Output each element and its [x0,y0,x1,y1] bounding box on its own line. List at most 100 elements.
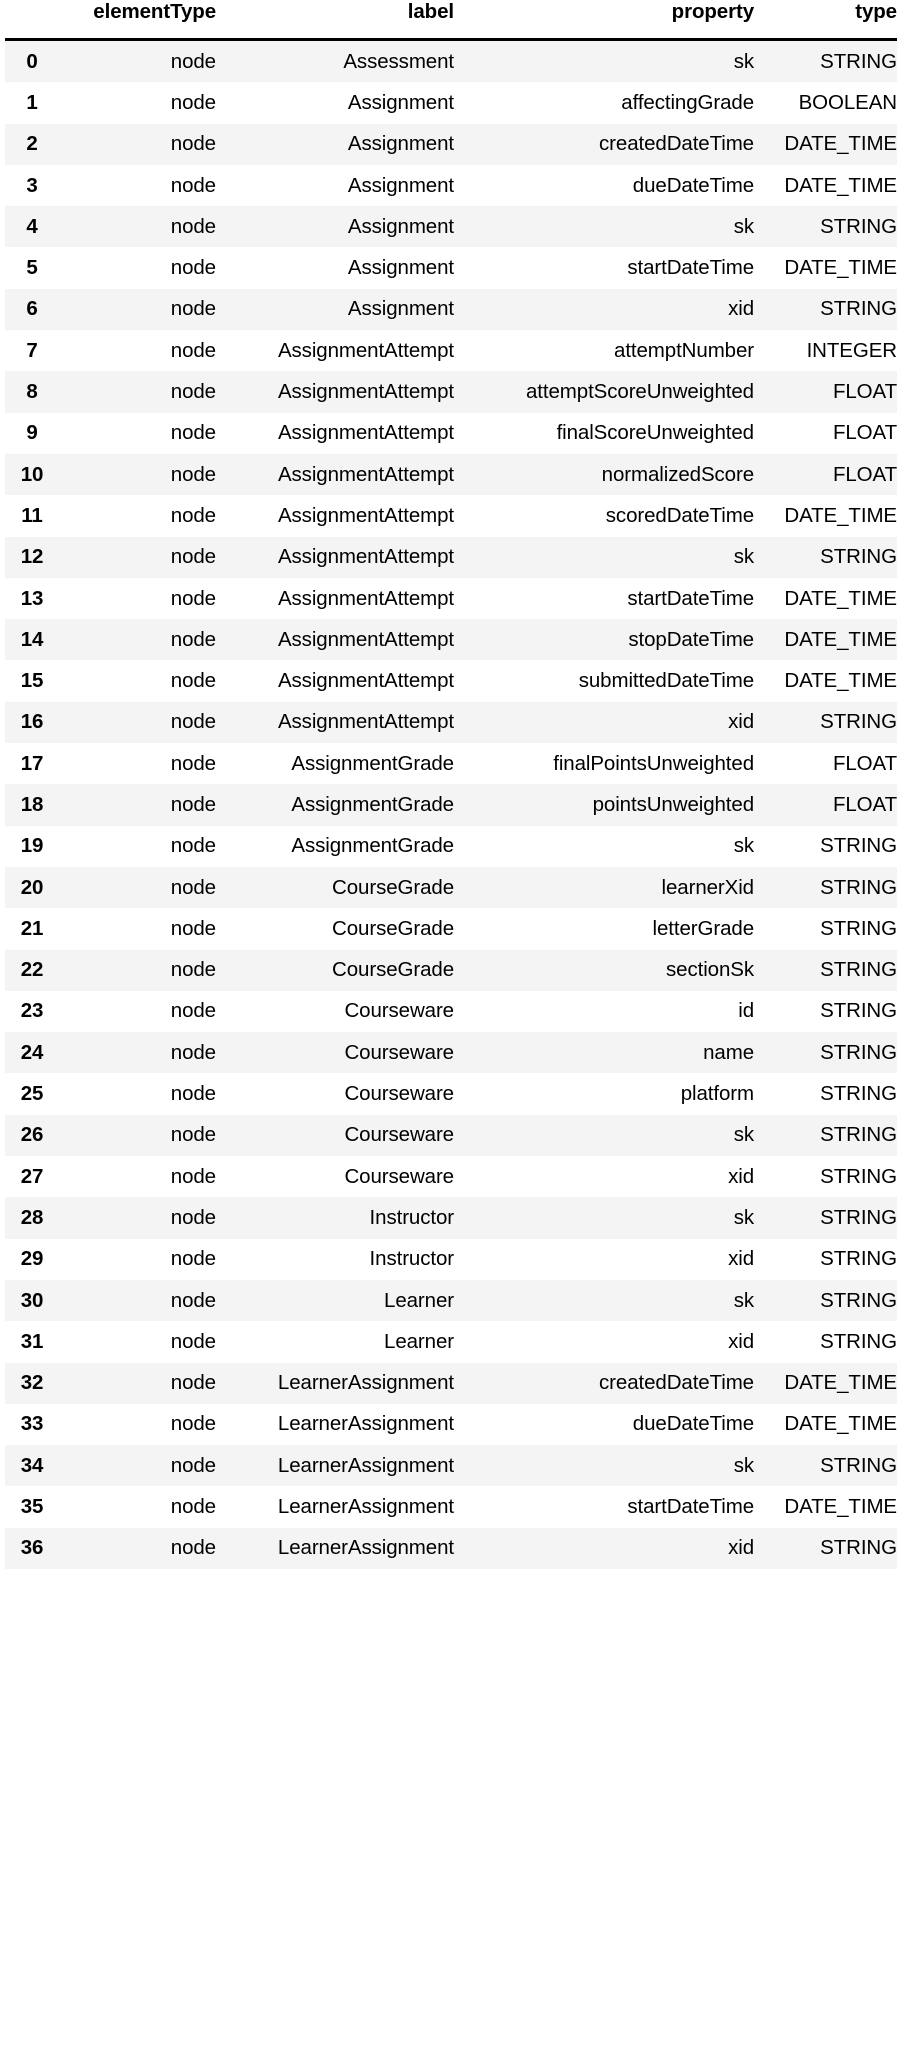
row-index-cell: 21 [5,908,59,950]
cell-elementType: node [59,206,216,248]
cell-type: FLOAT [754,784,897,826]
column-header-property: property [454,0,754,41]
cell-type: STRING [754,825,897,867]
cell-type: DATE_TIME [754,619,897,661]
header-row: elementType label property type [5,0,897,41]
column-header-index [5,0,59,41]
cell-elementType: node [59,1445,216,1487]
cell-elementType: node [59,577,216,620]
cell-property: platform [454,1073,754,1115]
column-header-type: type [754,0,897,41]
cell-elementType: node [59,784,216,826]
cell-property: startDateTime [454,1486,754,1528]
row-index-cell: 7 [5,330,59,372]
cell-label: AssignmentAttempt [216,577,454,620]
cell-type: BOOLEAN [754,82,897,124]
row-index-cell: 32 [5,1362,59,1404]
row-index-cell: 18 [5,784,59,826]
cell-type: STRING [754,536,897,578]
row-index-cell: 12 [5,536,59,578]
row-index-cell: 20 [5,866,59,909]
cell-elementType: node [59,825,216,867]
row-index-cell: 15 [5,660,59,702]
cell-label: Courseware [216,1073,454,1115]
cell-property: finalPointsUnweighted [454,743,754,785]
cell-label: Assignment [216,206,454,248]
row-index-cell: 24 [5,1032,59,1074]
cell-elementType: node [59,866,216,909]
cell-property: stopDateTime [454,619,754,661]
row-index-cell: 27 [5,1156,59,1198]
row-index-cell: 19 [5,825,59,867]
cell-property: createdDateTime [454,1362,754,1404]
cell-property: xid [454,288,754,331]
cell-elementType: node [59,164,216,207]
cell-type: DATE_TIME [754,577,897,620]
cell-elementType: node [59,412,216,454]
cell-type: STRING [754,1197,897,1239]
cell-elementType: node [59,1197,216,1239]
cell-type: DATE_TIME [754,1362,897,1404]
cell-type: STRING [754,908,897,950]
row-index-cell: 30 [5,1279,59,1322]
cell-property: attemptScoreUnweighted [454,371,754,413]
cell-label: Assignment [216,82,454,124]
cell-type: FLOAT [754,743,897,785]
cell-property: dueDateTime [454,1403,754,1446]
cell-property: pointsUnweighted [454,784,754,826]
row-index-cell: 16 [5,701,59,744]
cell-type: DATE_TIME [754,1403,897,1446]
cell-label: Learner [216,1279,454,1322]
cell-elementType: node [59,123,216,165]
cell-type: STRING [754,206,897,248]
cell-type: STRING [754,1321,897,1363]
cell-property: xid [454,1156,754,1198]
cell-elementType: node [59,1403,216,1446]
row-index-cell: 13 [5,577,59,620]
cell-label: LearnerAssignment [216,1362,454,1404]
row-index-cell: 3 [5,164,59,207]
row-index-cell: 17 [5,743,59,785]
cell-label: AssignmentGrade [216,825,454,867]
cell-label: AssignmentAttempt [216,701,454,744]
cell-elementType: node [59,371,216,413]
cell-type: DATE_TIME [754,247,897,289]
cell-property: id [454,990,754,1033]
cell-label: AssignmentAttempt [216,619,454,661]
cell-property: scoredDateTime [454,495,754,537]
cell-type: STRING [754,1445,897,1487]
row-index-cell: 8 [5,371,59,413]
cell-label: Instructor [216,1238,454,1280]
cell-property: xid [454,1321,754,1363]
row-index-cell: 14 [5,619,59,661]
row-index-cell: 5 [5,247,59,289]
cell-label: Assignment [216,123,454,165]
cell-elementType: node [59,288,216,331]
cell-type: FLOAT [754,371,897,413]
cell-property: xid [454,701,754,744]
cell-type: STRING [754,1073,897,1115]
cell-label: LearnerAssignment [216,1403,454,1446]
row-index-cell: 1 [5,82,59,124]
cell-elementType: node [59,908,216,950]
row-index-cell: 35 [5,1486,59,1528]
